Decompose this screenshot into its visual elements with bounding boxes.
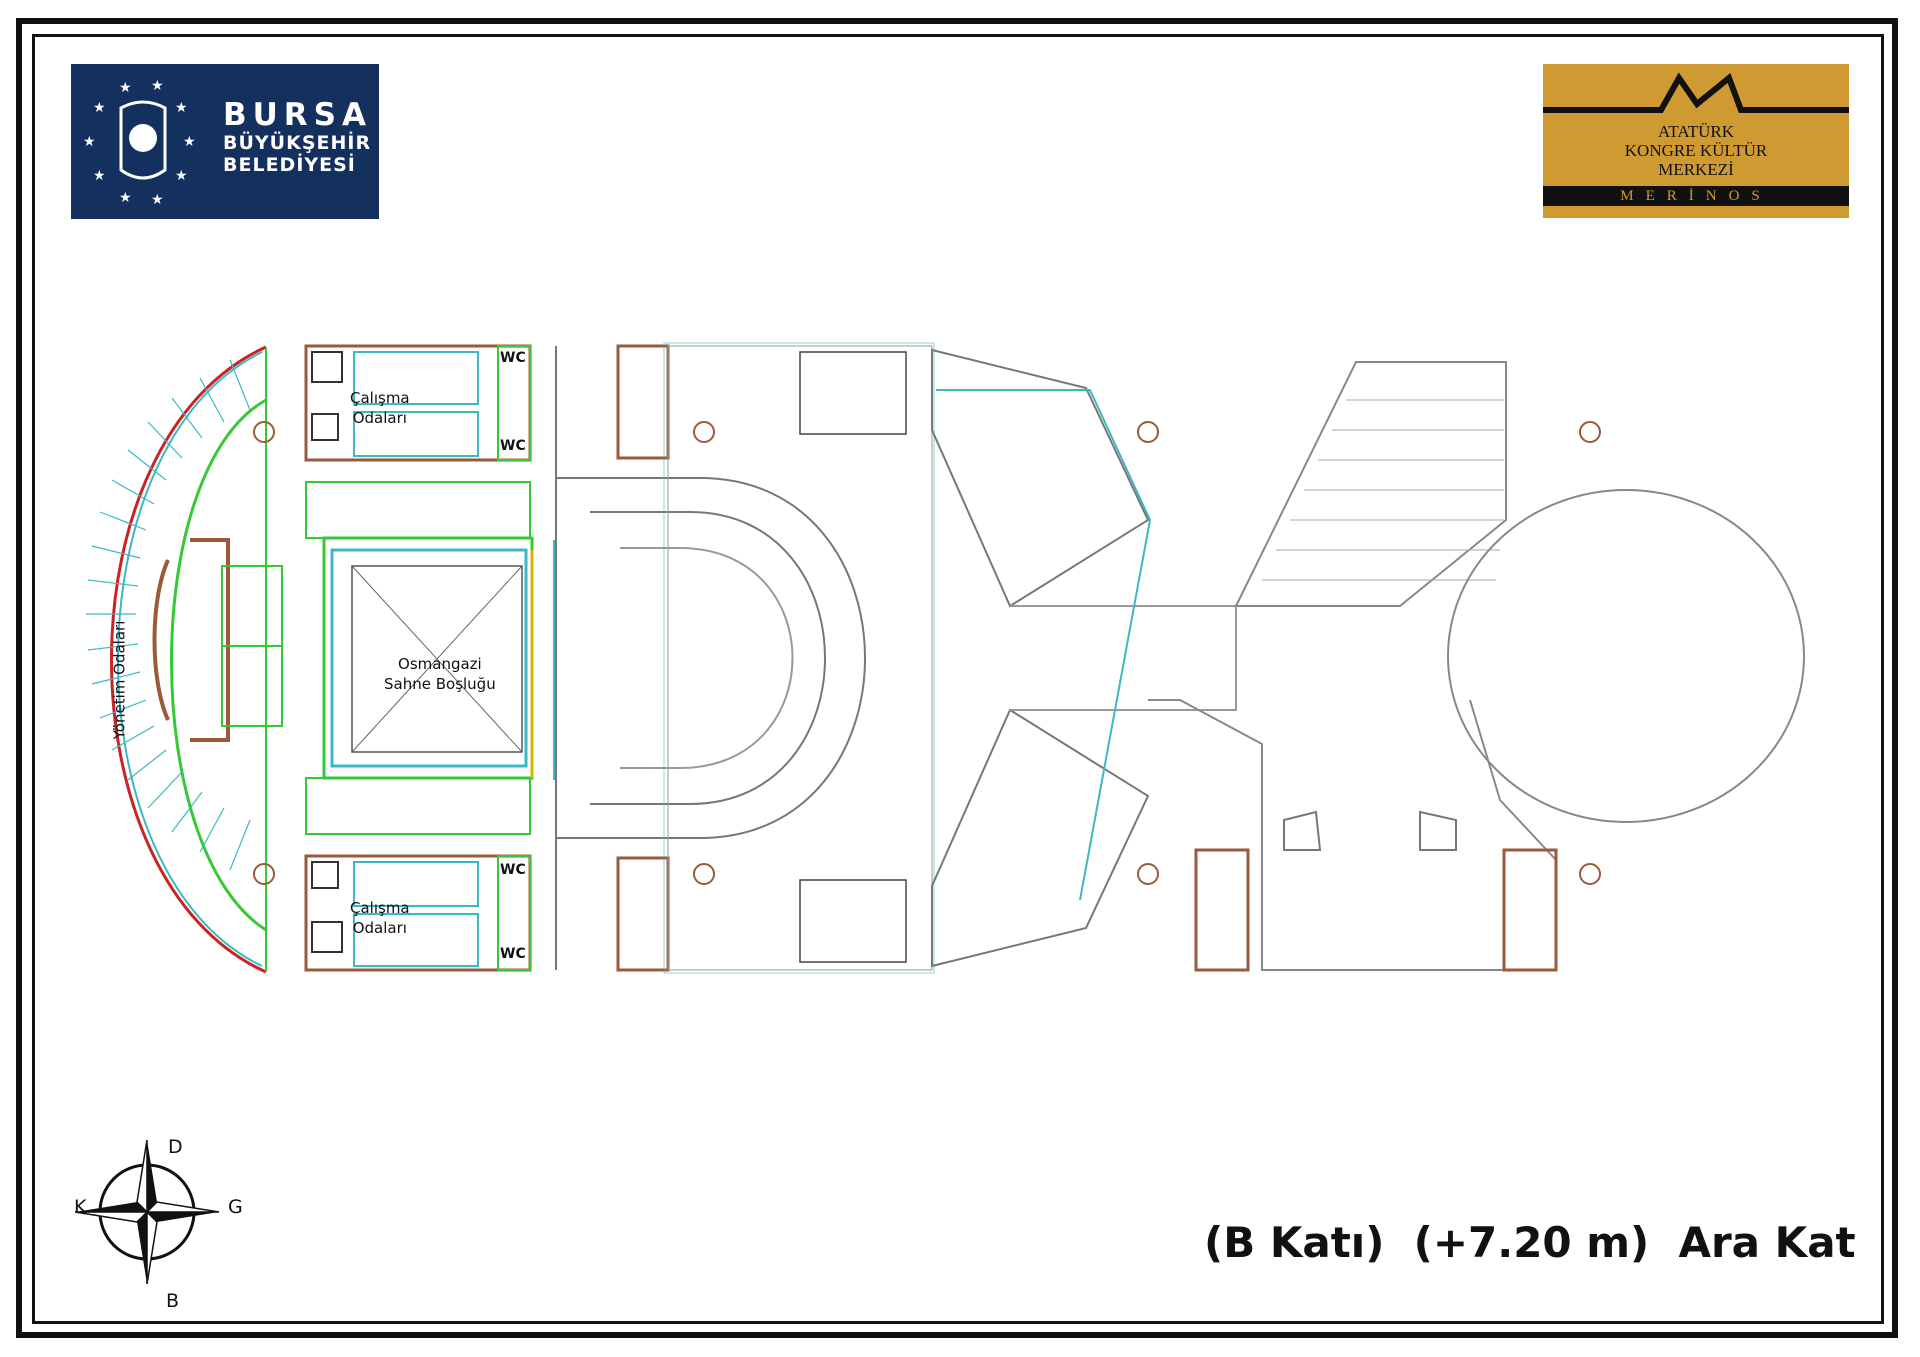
svg-text:★: ★ xyxy=(119,80,132,96)
columns xyxy=(253,421,1601,885)
svg-text:★: ★ xyxy=(183,134,196,150)
akm-merinos-logo: ATATÜRK KONGRE KÜLTÜR MERKEZİ MERİNOS xyxy=(1543,64,1849,218)
outer-frame xyxy=(16,18,1898,1338)
bursa-line2: BÜYÜKŞEHİR xyxy=(223,132,372,154)
akm-line3: MERKEZİ xyxy=(1658,160,1734,179)
right-wing xyxy=(1148,361,1805,972)
bursa-buyuksehir-logo: ★ ★ ★ ★ ★ ★ ★ ★ ★ ★ BURSA BÜYÜKŞEHİR BEL… xyxy=(71,64,379,219)
wc-label-3: WC xyxy=(500,862,526,878)
floor-title: (B Katı) (+7.20 m) Ara Kat xyxy=(1204,1218,1856,1267)
bursa-line3: BELEDİYESİ xyxy=(223,154,356,176)
akm-merinos-bar: MERİNOS xyxy=(1543,186,1849,206)
svg-text:★: ★ xyxy=(151,192,164,208)
svg-text:★: ★ xyxy=(93,100,106,116)
calisma-bottom-line2: Odaları xyxy=(352,919,407,937)
management-wing xyxy=(86,345,283,974)
wc-label-1: WC xyxy=(500,350,526,366)
compass-rose xyxy=(74,1139,220,1285)
compass-north: D xyxy=(168,1136,183,1158)
calisma-top-line2: Odaları xyxy=(352,409,407,427)
akm-mountain-icon xyxy=(1543,72,1849,113)
stage-void xyxy=(322,536,555,780)
svg-text:★: ★ xyxy=(175,100,188,116)
label-yonetim: Yönetim Odaları xyxy=(110,620,129,740)
svg-text:★: ★ xyxy=(83,134,96,150)
svg-text:★: ★ xyxy=(175,168,188,184)
compass-south: B xyxy=(166,1290,180,1312)
wc-label-2: WC xyxy=(500,438,526,454)
central-foyer xyxy=(555,342,1237,974)
stage-line1: Osmangazi xyxy=(398,655,482,673)
svg-text:★: ★ xyxy=(93,168,106,184)
bursa-emblem-icon: ★ ★ ★ ★ ★ ★ ★ ★ ★ ★ xyxy=(83,78,196,208)
compass-west: K xyxy=(74,1196,87,1218)
label-calisma-top: Çalışma Odaları xyxy=(350,388,410,428)
stage-line2: Sahne Boşluğu xyxy=(384,675,496,693)
svg-text:★: ★ xyxy=(119,190,132,206)
akm-line1: ATATÜRK xyxy=(1657,122,1735,141)
label-stage: Osmangazi Sahne Boşluğu xyxy=(384,654,496,694)
wc-label-4: WC xyxy=(500,946,526,962)
calisma-bottom-line1: Çalışma xyxy=(350,899,410,917)
compass-east: G xyxy=(228,1196,243,1218)
bursa-line1: BURSA xyxy=(223,97,372,133)
calisma-top-line1: Çalışma xyxy=(350,389,410,407)
svg-text:★: ★ xyxy=(151,78,164,94)
akm-line2: KONGRE KÜLTÜR xyxy=(1624,141,1768,160)
inner-frame xyxy=(32,34,1884,1324)
label-calisma-bottom: Çalışma Odaları xyxy=(350,898,410,938)
